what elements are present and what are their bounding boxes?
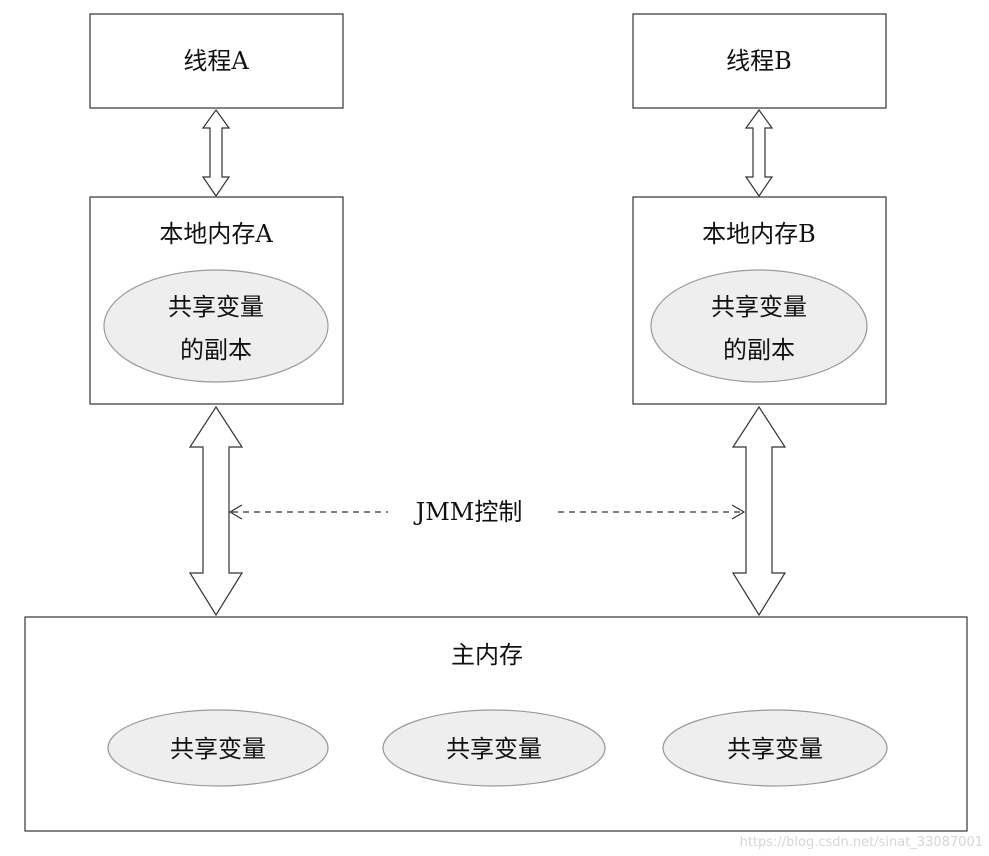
thread-b-box <box>632 13 887 109</box>
jmm-control-label: JMM控制 <box>413 498 523 526</box>
main-variable-3-label: 共享变量 <box>727 735 823 763</box>
main-variable-ellipse-1 <box>107 709 329 787</box>
main-variable-1-label: 共享变量 <box>170 735 266 763</box>
main-variable-ellipse-3 <box>662 709 888 787</box>
local-b-copy-ellipse <box>650 269 868 383</box>
main-variable-2-label: 共享变量 <box>446 735 542 763</box>
thread-a-box <box>89 13 344 109</box>
main-memory-title: 主内存 <box>451 641 523 669</box>
thread-a-local-arrow <box>201 108 231 198</box>
thread-a-label: 线程A <box>183 47 249 75</box>
thread-b-local-arrow <box>744 108 774 198</box>
local-a-copy-line1: 共享变量 <box>168 293 264 321</box>
jmm-arrowhead-right <box>731 504 746 520</box>
local-a-main-arrow <box>188 405 244 617</box>
local-a-copy-ellipse <box>103 269 329 383</box>
local-memory-b-title: 本地内存B <box>702 220 816 248</box>
local-a-copy-line2: 的副本 <box>180 336 252 364</box>
local-b-copy-line1: 共享变量 <box>711 293 807 321</box>
thread-b-label: 线程B <box>726 47 792 75</box>
jmm-arrowhead-left <box>228 504 243 520</box>
local-b-copy-line2: 的副本 <box>723 336 795 364</box>
local-b-main-arrow <box>731 405 787 617</box>
main-variable-ellipse-2 <box>382 709 606 787</box>
watermark-text: https://blog.csdn.net/sinat_33087001 <box>740 835 983 850</box>
local-memory-a-title: 本地内存A <box>159 220 273 248</box>
